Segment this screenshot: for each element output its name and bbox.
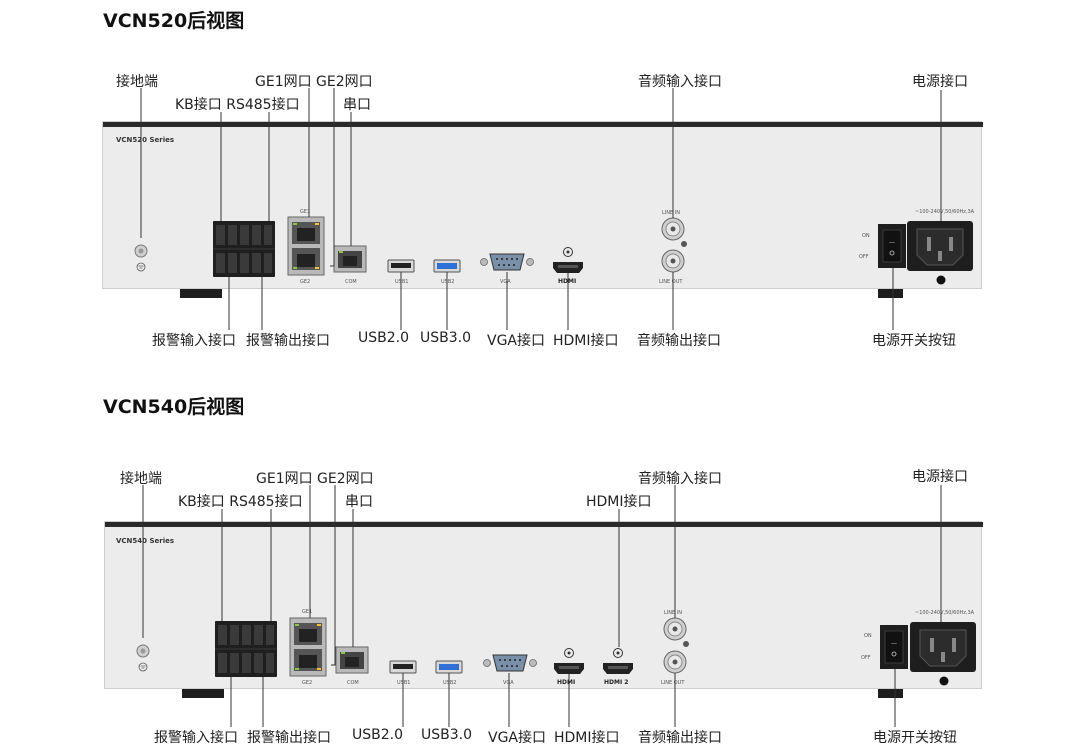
panel-text-line-out: LINE OUT <box>659 279 683 285</box>
ground-terminal-icon <box>136 644 150 672</box>
label-alarm-in: 报警输入接口 <box>152 333 236 349</box>
ge-ports-icon <box>289 617 327 677</box>
label-kb-rs485: KB接口 RS485接口 <box>175 97 300 113</box>
foot-right <box>878 689 903 698</box>
foot-left <box>182 689 224 698</box>
power-switch-icon <box>877 223 907 269</box>
panel-text-rating: ~100-240V,50/60Hz,3A <box>915 209 975 215</box>
label-audio-out: 音频输出接口 <box>637 333 721 349</box>
panel-text-on: ON <box>864 633 872 639</box>
power-indicator-icon <box>936 275 946 285</box>
panel-text-ge1: GE1 <box>302 609 313 615</box>
panel-text-hdmi: HDMI <box>558 278 577 285</box>
label-usb3: USB3.0 <box>420 330 472 346</box>
vcn520-ports <box>134 216 974 285</box>
panel-text-usb2: USB2 <box>441 279 455 285</box>
panel-text-line-in: LINE IN <box>664 610 682 616</box>
line-in-port-icon <box>663 617 687 641</box>
label-alarm-out: 报警输出接口 <box>246 333 330 349</box>
label-ge-ports: GE1网口 GE2网口 <box>256 471 374 487</box>
hdmi1-port-icon <box>553 648 585 675</box>
panel-text-hdmi2: HDMI 2 <box>604 679 629 686</box>
label-power-socket: 电源接口 <box>912 74 968 90</box>
foot-left <box>180 289 222 298</box>
label-serial: 串口 <box>343 97 371 113</box>
series-label: VCN520 Series <box>116 136 175 144</box>
diagram-title: VCN520后视图 <box>103 10 245 32</box>
power-socket-icon <box>909 621 977 673</box>
vga-port-icon <box>483 654 537 672</box>
power-socket-icon <box>906 220 974 272</box>
line-in-port-icon <box>661 217 685 241</box>
label-alarm-out: 报警输出接口 <box>247 730 331 746</box>
label-hdmi-top: HDMI接口 <box>586 494 652 510</box>
label-ground: 接地端 <box>120 471 162 487</box>
ge-ports-icon <box>287 216 325 276</box>
label-usb2: USB2.0 <box>352 727 404 743</box>
panel-text-vga: VGA <box>500 279 511 285</box>
label-alarm-in: 报警输入接口 <box>154 730 238 746</box>
label-ground: 接地端 <box>116 74 158 90</box>
label-hdmi: HDMI接口 <box>554 730 620 746</box>
audio-screw-icon <box>683 641 689 647</box>
panel-text-line-in: LINE IN <box>662 210 680 216</box>
panel-text-usb1: USB1 <box>397 680 411 686</box>
com-port-icon <box>335 646 369 674</box>
panel-text-on: ON <box>862 233 870 239</box>
panel-top-edge <box>105 522 983 527</box>
label-hdmi: HDMI接口 <box>553 333 619 349</box>
label-ge-ports: GE1网口 GE2网口 <box>255 74 373 90</box>
label-audio-in: 音频输入接口 <box>638 74 722 90</box>
power-switch-icon <box>879 624 909 670</box>
panel-text-usb1: USB1 <box>395 279 409 285</box>
label-audio-out: 音频输出接口 <box>638 730 722 746</box>
label-power-socket: 电源接口 <box>912 469 968 485</box>
hdmi-port-icon <box>552 247 584 274</box>
label-audio-in: 音频输入接口 <box>638 471 722 487</box>
foot-right <box>878 289 903 298</box>
vcn540-ports <box>136 617 977 686</box>
panel-text-ge1: GE1 <box>300 209 311 215</box>
panel-text-line-out: LINE OUT <box>661 680 685 686</box>
panel-text-com: COM <box>347 680 359 686</box>
series-label: VCN540 Series <box>116 537 175 545</box>
label-usb2: USB2.0 <box>358 330 410 346</box>
label-power-switch: 电源开关按钮 <box>873 730 957 746</box>
label-kb-rs485: KB接口 RS485接口 <box>178 494 303 510</box>
panel-text-usb2: USB2 <box>443 680 457 686</box>
diagram-title: VCN540后视图 <box>103 396 245 418</box>
com-port-icon <box>333 245 367 273</box>
usb2-port-icon <box>389 660 417 674</box>
usb3-port-icon <box>433 259 461 273</box>
label-usb3: USB3.0 <box>421 727 473 743</box>
label-power-switch: 电源开关按钮 <box>872 333 956 349</box>
vcn520-callouts <box>140 88 942 330</box>
panel-text-vga: VGA <box>503 680 514 686</box>
alarm-terminal-block <box>214 620 278 678</box>
usb3-port-icon <box>435 660 463 674</box>
vcn540-callouts <box>142 485 942 727</box>
power-indicator-icon <box>939 676 949 686</box>
label-serial: 串口 <box>345 494 373 510</box>
alarm-terminal-block <box>212 220 276 278</box>
panel-text-ge2: GE2 <box>302 680 313 686</box>
panel-text-ge2: GE2 <box>300 279 311 285</box>
label-vga: VGA接口 <box>487 333 546 349</box>
usb2-port-icon <box>387 259 415 273</box>
hdmi2-port-icon <box>602 648 634 675</box>
panel-text-off: OFF <box>861 655 871 661</box>
line-out-port-icon <box>661 249 685 273</box>
vga-port-icon <box>480 253 534 271</box>
ground-terminal-icon <box>134 244 148 272</box>
panel-text-com: COM <box>345 279 357 285</box>
label-vga: VGA接口 <box>488 730 547 746</box>
panel-text-rating: ~100-240V,50/60Hz,3A <box>915 610 975 616</box>
panel-text-hdmi1: HDMI <box>557 679 576 686</box>
panel-text-off: OFF <box>859 254 869 260</box>
panel-top-edge <box>103 122 983 127</box>
line-out-port-icon <box>663 650 687 674</box>
audio-screw-icon <box>681 241 687 247</box>
